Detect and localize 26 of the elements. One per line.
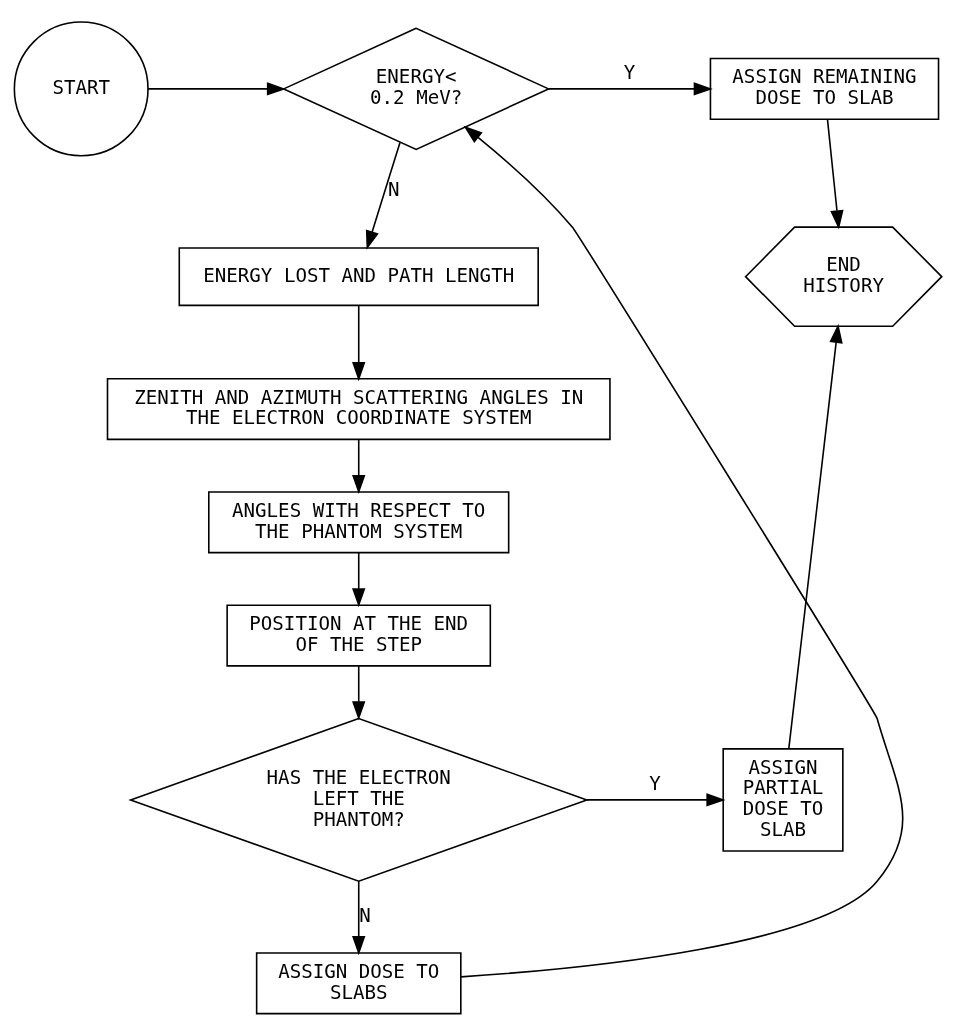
arrow [826, 118, 844, 230]
arrow [460, 125, 904, 978]
arrow [547, 82, 713, 96]
arrow [352, 880, 366, 956]
arrow [352, 665, 366, 721]
edge-label: Y [623, 60, 636, 84]
node-diamond: ENERGY< 0.2 MeV? [281, 27, 551, 151]
arrow [788, 323, 843, 749]
node-box: ANGLES WITH RESPECT TO THE PHANTOM SYSTEM [208, 491, 510, 554]
arrow [352, 304, 366, 382]
arrow [586, 793, 726, 807]
node-box: ENERGY LOST AND PATH LENGTH [178, 247, 539, 307]
node-box: POSITION AT THE END OF THE STEP [226, 604, 492, 667]
node-box: ASSIGN PARTIAL DOSE TO SLAB [722, 748, 844, 852]
node-box: ASSIGN DOSE TO SLABS [255, 952, 462, 1015]
edge-label: Y [649, 771, 661, 795]
arrow [352, 552, 366, 608]
node-box: ASSIGN REMAINING DOSE TO SLAB [709, 57, 940, 120]
edge-label: N [359, 904, 371, 928]
node-diamond: HAS THE ELECTRON LEFT THE PHANTOM? [128, 717, 590, 883]
node-box: ZENITH AND AZIMUTH SCATTERING ANGLES IN THE ELECTRON COORDINATE SYSTEM [106, 377, 611, 441]
arrow [365, 141, 401, 250]
arrow [147, 82, 287, 96]
node-circle: START [13, 21, 149, 157]
arrow [352, 438, 366, 495]
edge-label: N [388, 178, 400, 202]
